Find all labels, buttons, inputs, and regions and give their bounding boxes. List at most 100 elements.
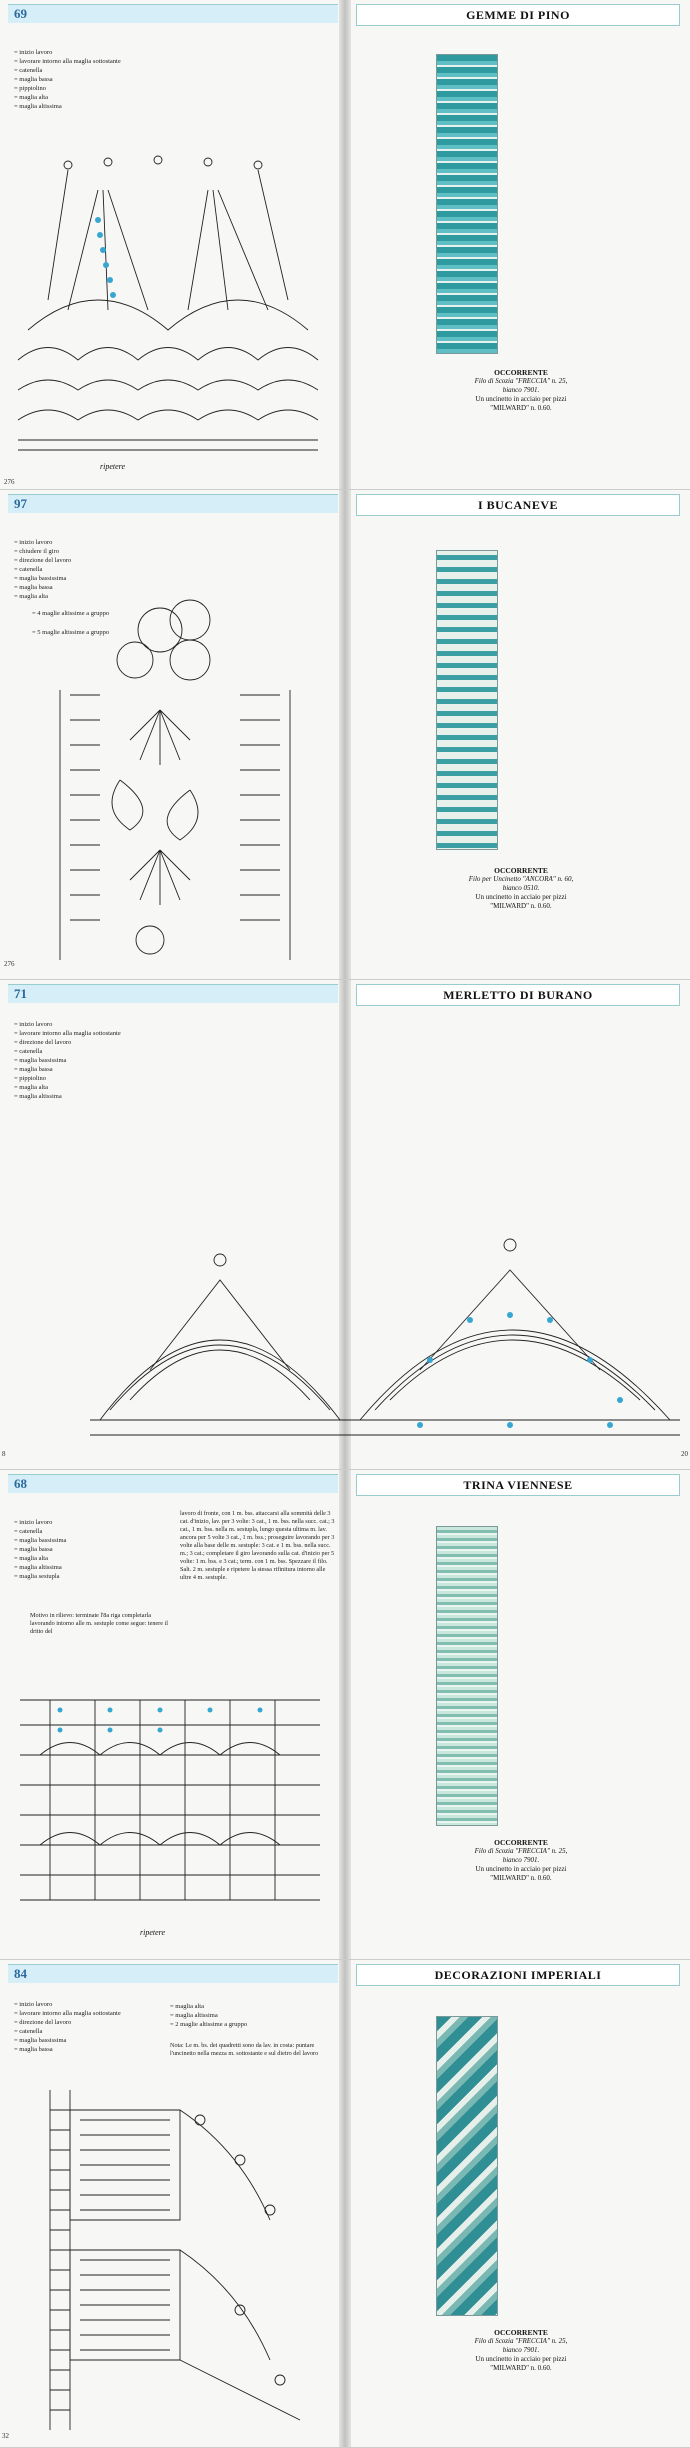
materials: OCCORRENTE Filo di Scozia "FRECCIA" n. 2…: [352, 2328, 690, 2373]
legend-item: = maglia bassissima: [14, 2037, 67, 2044]
materials-color: bianco 0510.: [502, 884, 540, 892]
legend-item: = maglia bassa: [14, 1546, 53, 1553]
left-page: 84 = inizio lavoro = lavorare intorno al…: [0, 1960, 345, 2447]
materials: OCCORRENTE Filo di Scozia "FRECCIA" n. 2…: [352, 368, 690, 413]
legend-item: = maglia bassa: [14, 76, 53, 83]
instructions-right: lavoro di fronte, con 1 m. bss. attaccar…: [180, 1510, 335, 1581]
legend-item: = chiudere il giro: [14, 548, 59, 555]
materials-hook-size: "MILWARD" n. 0.60.: [490, 2364, 552, 2372]
legend-item: = catenella: [14, 1528, 43, 1535]
legend-item: = pippiolino: [14, 1075, 47, 1082]
legend-item: = maglia bassissima: [14, 1057, 67, 1064]
legend: = inizio lavoro = chiudere il giro = dir…: [14, 538, 109, 637]
materials-color: bianco 7901.: [502, 1856, 540, 1864]
lace-photo: [436, 1526, 498, 1826]
crochet-chart: [49, 2090, 301, 2430]
legend-item: = direzione del lavoro: [14, 1039, 72, 1046]
crochet-chart: [90, 1238, 680, 1436]
materials-hook: Un uncinetto in acciaio per pizzi: [475, 395, 567, 403]
materials-color: bianco 7901.: [502, 2346, 540, 2354]
pattern-title: TRINA VIENNESE: [463, 1478, 573, 1492]
legend-item: = lavorare intorno alla maglia sottostan…: [14, 1030, 121, 1037]
legend-item: = maglia altissima: [14, 1564, 62, 1571]
legend-secondary: = maglia alta = maglia altissima = 2 mag…: [170, 2002, 247, 2029]
spread-gemme-di-pino: 69 = inizio lavoro = lavorare intorno al…: [0, 0, 690, 490]
crochet-chart: [17, 155, 319, 451]
left-page: 97 = inizio lavoro = chiudere il giro = …: [0, 490, 345, 979]
materials-hook: Un uncinetto in acciaio per pizzi: [475, 2355, 567, 2363]
repeat-signature: ripetere: [100, 462, 126, 471]
materials-heading: OCCORRENTE: [494, 2328, 548, 2337]
page-number: 32: [2, 2432, 9, 2440]
materials-color: bianco 7901.: [502, 386, 540, 394]
materials-hook: Un uncinetto in acciaio per pizzi: [475, 1865, 567, 1873]
legend: = inizio lavoro = lavorare intorno alla …: [14, 1020, 121, 1101]
materials: OCCORRENTE Filo per Uncinetto "ANCORA" n…: [352, 866, 690, 911]
legend-item: = maglia altissima: [14, 1093, 62, 1100]
legend-item: = catenella: [14, 1048, 43, 1055]
lace-photo: [436, 2016, 498, 2316]
crochet-chart: [59, 599, 291, 960]
repeat-signature: ripetere: [140, 1928, 166, 1937]
materials-thread: Filo per Uncinetto "ANCORA" n. 60,: [468, 875, 574, 883]
right-page: GEMME DI PINO OCCORRENTE Filo di Scozia …: [352, 0, 690, 489]
left-page: 69 = inizio lavoro = lavorare intorno al…: [0, 0, 345, 489]
legend-item: = inizio lavoro: [14, 539, 53, 546]
materials-thread: Filo di Scozia "FRECCIA" n. 25,: [474, 1847, 568, 1855]
materials: OCCORRENTE Filo di Scozia "FRECCIA" n. 2…: [352, 1838, 690, 1883]
legend-item: = catenella: [14, 67, 43, 74]
legend-item: = maglia altissima: [14, 103, 62, 110]
pattern-title: DECORAZIONI IMPERIALI: [434, 1968, 602, 1982]
legend: = inizio lavoro = lavorare intorno alla …: [14, 2000, 121, 2054]
title-bar: DECORAZIONI IMPERIALI: [356, 1964, 680, 1986]
page-number: 276: [4, 478, 15, 486]
materials-heading: OCCORRENTE: [494, 368, 548, 377]
title-bar: GEMME DI PINO: [356, 4, 680, 26]
legend-item: = maglia bassissima: [14, 575, 67, 582]
title-bar: I BUCANEVE: [356, 494, 680, 516]
legend-item: = lavorare intorno alla maglia sottostan…: [14, 58, 121, 65]
title-bar: MERLETTO DI BURANO: [356, 984, 680, 1006]
crochet-chart: [20, 1699, 320, 1901]
spread-merletto-di-burano: 71 = inizio lavoro = lavorare intorno al…: [0, 980, 690, 1470]
spread-decorazioni-imperiali: 84 = inizio lavoro = lavorare intorno al…: [0, 1960, 690, 2448]
right-page: MERLETTO DI BURANO 20: [352, 980, 690, 1469]
legend-item: = pippiolino: [14, 85, 47, 92]
right-page: DECORAZIONI IMPERIALI OCCORRENTE Filo di…: [352, 1960, 690, 2447]
legend-item: = maglia bassissima: [14, 1537, 67, 1544]
legend-item: = direzione del lavoro: [14, 2019, 72, 2026]
legend-item: = maglia alta: [14, 593, 48, 600]
legend-item: = inizio lavoro: [14, 2001, 53, 2008]
page-number: 8: [2, 1450, 6, 1458]
legend-item: = inizio lavoro: [14, 49, 53, 56]
materials-hook: Un uncinetto in acciaio per pizzi: [475, 893, 567, 901]
legend-item: = lavorare intorno alla maglia sottostan…: [14, 2010, 121, 2017]
materials-thread: Filo di Scozia "FRECCIA" n. 25,: [474, 2337, 568, 2345]
lace-photo: [436, 54, 498, 354]
left-page: 68 = inizio lavoro = catenella = maglia …: [0, 1470, 345, 1959]
materials-hook-size: "MILWARD" n. 0.60.: [490, 902, 552, 910]
title-bar: TRINA VIENNESE: [356, 1474, 680, 1496]
materials-heading: OCCORRENTE: [494, 866, 548, 875]
legend-item: = maglia altissima: [170, 2012, 218, 2019]
legend-item: = catenella: [14, 2028, 43, 2035]
left-page: 71 = inizio lavoro = lavorare intorno al…: [0, 980, 345, 1469]
materials-hook-size: "MILWARD" n. 0.60.: [490, 404, 552, 412]
legend-item: = maglia bassa: [14, 584, 53, 591]
instructions-left: Motivo in rilievo: terminate l'8a riga c…: [30, 1612, 168, 1635]
legend-item: = inizio lavoro: [14, 1519, 53, 1526]
page-number: 276: [4, 960, 15, 968]
pattern-number: 69: [8, 4, 338, 23]
pattern-number: 97: [8, 494, 338, 513]
right-page: TRINA VIENNESE OCCORRENTE Filo di Scozia…: [352, 1470, 690, 1959]
pattern-number: 84: [8, 1964, 338, 1983]
legend-item: = maglia alta: [14, 1084, 48, 1091]
legend-item: = maglia alta: [14, 94, 48, 101]
pattern-title: I BUCANEVE: [477, 498, 558, 512]
legend-item: = inizio lavoro: [14, 1021, 53, 1028]
legend-item: = 2 maglie altissime a gruppo: [170, 2021, 248, 2028]
spread-i-bucaneve: 97 = inizio lavoro = chiudere il giro = …: [0, 490, 690, 980]
legend-item: = maglia bassa: [14, 1066, 53, 1073]
legend-item: = 5 maglie altissime a gruppo: [32, 629, 110, 636]
materials-thread: Filo di Scozia "FRECCIA" n. 25,: [474, 377, 568, 385]
